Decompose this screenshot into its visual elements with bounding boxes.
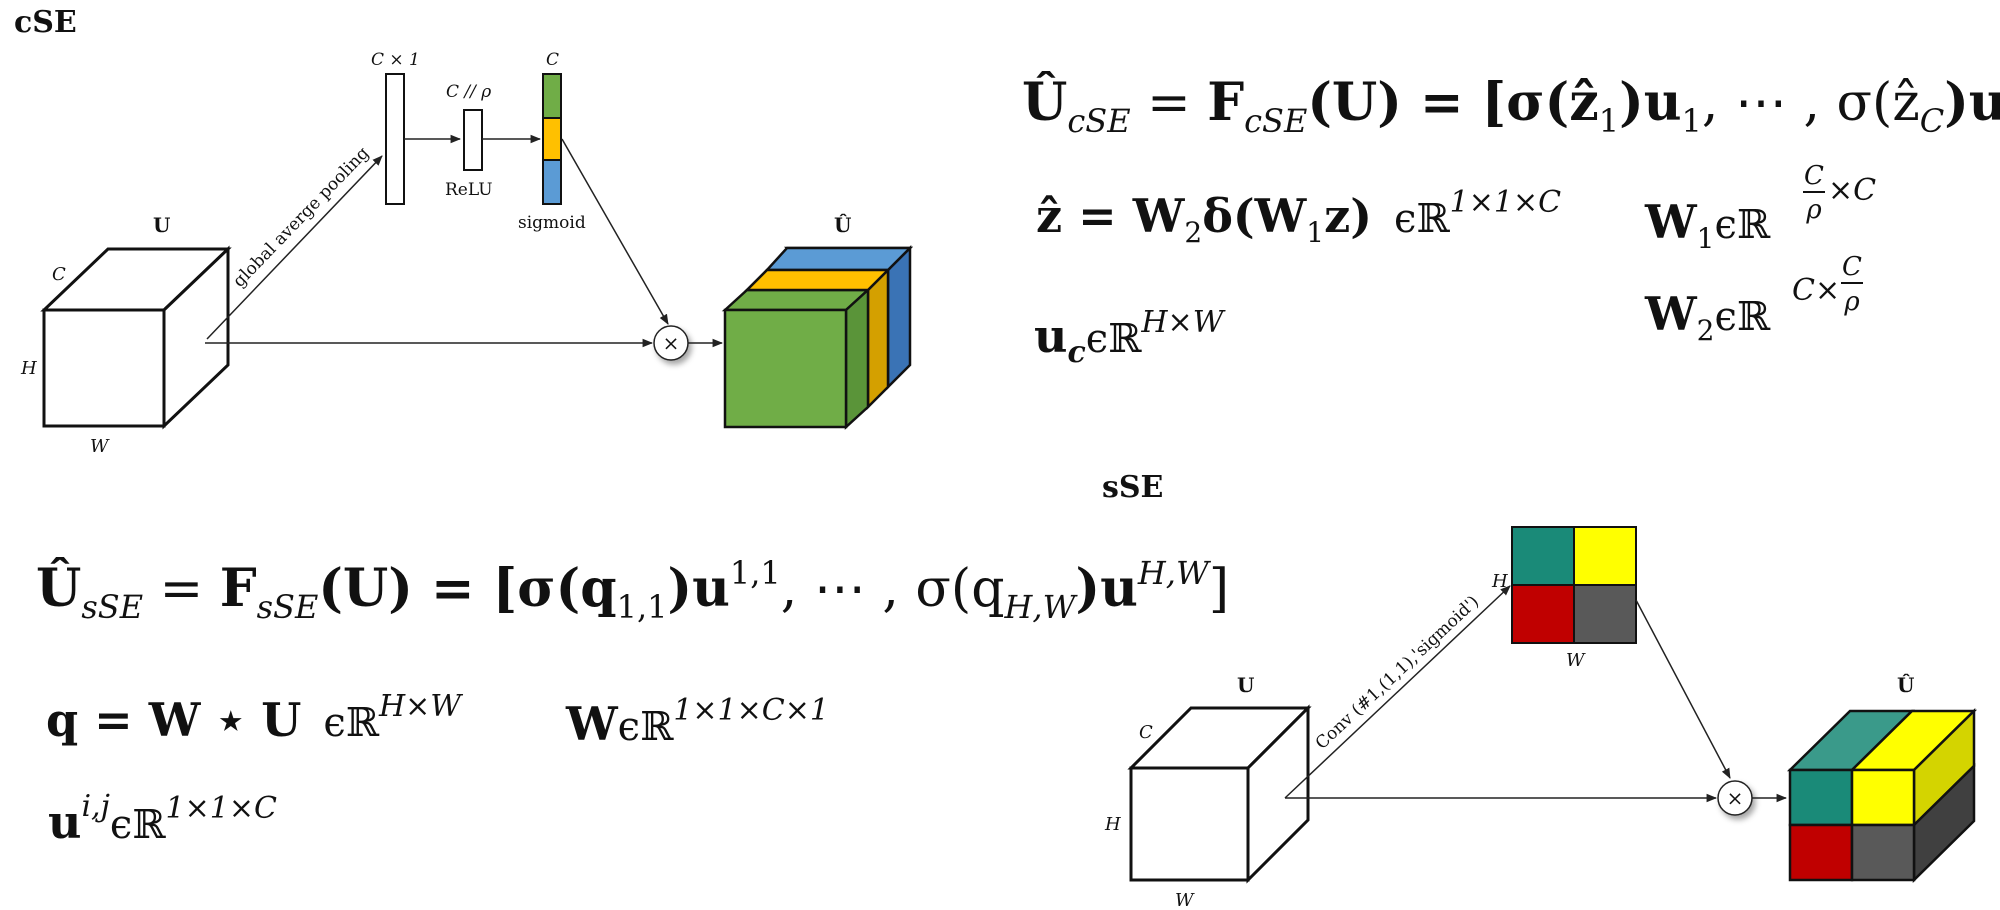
sse-conv-arrow	[1284, 585, 1511, 799]
cse-vec3-label: C	[546, 50, 559, 70]
cse-relu-label: ReLU	[445, 180, 493, 200]
sse-input-label: U	[1237, 673, 1254, 697]
svg-text:C: C	[1804, 161, 1824, 191]
sse-input-cube	[1127, 704, 1312, 884]
sse-spatial-map	[1511, 526, 1637, 644]
cse-vec2-label: C // ρ	[446, 82, 491, 102]
svg-text:ρ: ρ	[1805, 195, 1822, 225]
eq-cse-main: ÛcSE = FcSE(U) = [σ(ẑ1)u1, ⋯ , σ(ẑC)uC]	[1022, 71, 2000, 140]
cse-output-label: Û	[834, 212, 851, 237]
cse-multiply-symbol: ×	[663, 331, 680, 355]
cse-section-title: cSE	[14, 5, 77, 40]
cse-vec1-label: C × 1	[371, 50, 420, 70]
eq-sse-main: ÛsSE = FsSE(U) = [σ(q1,1)u1,1, ⋯ , σ(qH,…	[36, 554, 1229, 626]
svg-text:C: C	[1842, 252, 1862, 282]
sse-dim-w: W	[1175, 890, 1195, 910]
cse-input-cube	[40, 245, 232, 430]
sse-multiply-symbol: ×	[1727, 786, 1744, 810]
svg-text:W2ϵℝ: W2ϵℝ	[1644, 287, 1771, 347]
sse-section-title: sSE	[1102, 470, 1163, 505]
svg-text:ρ: ρ	[1843, 287, 1860, 317]
svg-text:C×: C×	[1792, 273, 1840, 308]
cse-pool-arrow	[206, 155, 383, 340]
eq-cse-uc: ucϵℝH×W	[1034, 305, 1226, 370]
cse-vector-weights	[542, 73, 562, 205]
sse-conv-label: Conv (#1,(1,1),'sigmoid')	[1312, 592, 1483, 754]
eq-sse-w: Wϵℝ1×1×C×1	[565, 693, 829, 751]
cse-input-label: U	[153, 213, 170, 237]
cse-output-cube	[721, 244, 914, 430]
sse-output-cube	[1786, 708, 1978, 883]
eq-cse-w1: W1ϵℝ C ρ ×C	[1644, 161, 1876, 255]
cse-dim-h: H	[20, 358, 37, 379]
sse-dim-c: C	[1139, 722, 1153, 743]
cse-pool-label: global averge pooling	[229, 143, 373, 291]
cse-weight-arrow	[561, 138, 669, 325]
sse-dim-h: H	[1104, 814, 1121, 835]
svg-text:W1ϵℝ: W1ϵℝ	[1644, 195, 1771, 255]
svg-text:×C: ×C	[1828, 173, 1876, 208]
eq-cse-w2: W2ϵℝ C× C ρ	[1644, 252, 1863, 347]
sse-output-label: Û	[1897, 672, 1914, 697]
sse-map-h: H	[1491, 571, 1508, 592]
cse-dim-w: W	[90, 436, 110, 457]
cse-dim-c: C	[52, 264, 66, 285]
eq-cse-z: ẑ = W2δ(W1z)ϵℝ1×1×C	[1036, 185, 1561, 249]
cse-vector-c1	[385, 73, 405, 205]
sse-map-w: W	[1566, 650, 1586, 671]
cse-vector-reduced	[463, 109, 483, 171]
cse-sigmoid-label: sigmoid	[518, 213, 586, 233]
eq-sse-u: ui,jϵℝ1×1×C	[48, 789, 277, 849]
sse-map-arrow	[1635, 599, 1731, 779]
